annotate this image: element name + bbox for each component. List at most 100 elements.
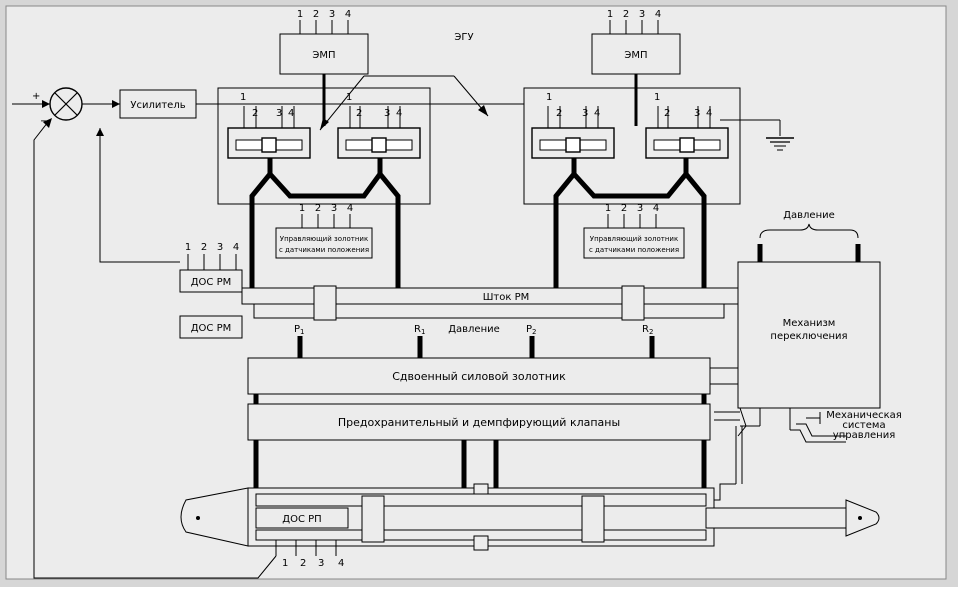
hydraulic-verticals [253, 394, 707, 488]
emp-label-left: ЭМП [312, 50, 335, 61]
hydraulic-line-left-3 [378, 172, 401, 296]
rva-3: 3 [582, 108, 588, 119]
pressure-ports [297, 336, 655, 358]
terminal-2: 2 [313, 9, 319, 20]
egu-outer-right [523, 87, 741, 205]
rod-rm-label: Шток РМ [483, 292, 530, 303]
cs-r-3: 3 [637, 203, 643, 214]
ground-icon [720, 119, 794, 151]
rvb-3: 3 [694, 108, 700, 119]
actuator-rod-end [845, 499, 880, 537]
mount-point-left [196, 516, 200, 520]
hydraulic-line-left-2 [268, 158, 383, 199]
dos-rm-lower [179, 315, 243, 339]
cs-r-2: 2 [621, 203, 627, 214]
input-arrow [42, 100, 50, 108]
emp-terminals-right: 1 2 3 4 [607, 9, 661, 34]
dos-rm-3: 3 [217, 242, 223, 253]
dos-rp-3: 3 [318, 558, 324, 569]
summing-junction-icon [49, 87, 83, 121]
dos-rp-box [255, 507, 349, 529]
mechanical-linkage [714, 407, 846, 501]
emp-r-3: 3 [639, 9, 645, 20]
dos-rm-2: 2 [201, 242, 207, 253]
valve-a-3: 3 [276, 108, 282, 119]
control-spool-left-label: Управляющий золотник [280, 235, 368, 243]
egu-block-left: ЭМП 1 2 3 4 1 2 3 4 [217, 9, 431, 296]
cs-r-1: 1 [605, 203, 611, 214]
junction-to-amp-arrow [112, 100, 120, 108]
rvb-1: 1 [654, 92, 660, 103]
emp-terminals-left: 1 2 3 4 [297, 9, 351, 34]
rod-piston-right [621, 285, 645, 321]
dos-rp-terminals: 1 2 3 4 [275, 540, 344, 569]
rvb-4: 4 [706, 108, 712, 119]
hydraulic-line-right-2 [572, 158, 689, 199]
pressure-right-label: Давление [783, 210, 835, 221]
feedback-arrow-2 [43, 118, 52, 128]
mech-control-label-2: система [842, 420, 885, 431]
dos-rm-lower-label: ДОС РМ [191, 323, 232, 334]
dos-rm-4: 4 [233, 242, 239, 253]
cs-r-4: 4 [653, 203, 659, 214]
control-spool-left-terminals: 1 2 3 4 [299, 203, 353, 228]
control-spool-right-label: Управляющий золотник [590, 235, 678, 243]
actuator-left-cap [180, 487, 249, 547]
dual-power-spool-label: Сдвоенный силовой золотник [392, 370, 566, 383]
switching-mech-label-1: Механизм [783, 318, 836, 329]
mount-point-right [858, 516, 862, 520]
mech-control-label-3: управления [833, 430, 895, 441]
rvb-2: 2 [664, 108, 670, 119]
switching-mechanism [737, 261, 881, 409]
hydraulic-line-left-1 [249, 158, 273, 296]
switching-mech-label-2: переключения [770, 331, 847, 342]
rva-2: 2 [556, 108, 562, 119]
emp-label-right: ЭМП [624, 50, 647, 61]
terminal-4: 4 [345, 9, 351, 20]
egu-label: ЭГУ [454, 32, 473, 43]
valve-b-2: 2 [356, 108, 362, 119]
terminal-3: 3 [329, 9, 335, 20]
feedback-dos-rm [99, 128, 180, 263]
safety-valves-label: Предохранительный и демпфирующий клапаны [338, 416, 620, 429]
port-r1: R1 [414, 324, 425, 336]
dos-rp-1: 1 [282, 558, 288, 569]
egu-block-right: ЭМП 1 2 3 4 1 2 3 4 [523, 9, 741, 296]
dos-rm-upper: 1 2 3 4 [179, 242, 243, 293]
actuator-rod [705, 507, 847, 529]
control-spool-right-terminals: 1 2 3 4 [605, 203, 659, 228]
emp-r-2: 2 [623, 9, 629, 20]
safety-damping-valves [247, 403, 711, 441]
actuator-piston-left [361, 495, 385, 543]
control-spool-left-sub: с датчиками положения [279, 246, 369, 254]
hydraulic-line-right-3 [684, 172, 707, 296]
dos-rm-upper-label: ДОС РМ [191, 277, 232, 288]
mech-control-label-1: Механическая [826, 410, 902, 421]
control-spool-left [275, 227, 373, 259]
feedback-arrow-1 [96, 128, 104, 136]
egu-arrow-head [478, 105, 488, 116]
servo-valve-right-b: 1 2 3 4 [645, 92, 729, 159]
rva-4: 4 [594, 108, 600, 119]
port-p2: P2 [526, 324, 537, 336]
port-p1: P1 [294, 324, 305, 336]
emp-r-1: 1 [607, 9, 613, 20]
hydraulic-line-right-1 [553, 158, 577, 296]
actuator-port-top [473, 483, 489, 495]
servo-valve-left-b: 1 2 3 4 [337, 92, 421, 159]
plus-sign: + [32, 91, 40, 102]
emp-box-left [279, 33, 369, 75]
rod-piston-left [313, 285, 337, 321]
amplifier-label: Усилитель [130, 100, 185, 111]
valve-a-2: 2 [252, 108, 258, 119]
valve-b-4: 4 [396, 108, 402, 119]
terminal-1: 1 [297, 9, 303, 20]
control-spool-right [583, 227, 685, 259]
rod-rm-body [253, 303, 725, 319]
egu-arrow-head-2 [320, 118, 329, 130]
port-r2: R2 [642, 324, 653, 336]
dual-power-spool [247, 357, 711, 395]
dos-rm-1: 1 [185, 242, 191, 253]
